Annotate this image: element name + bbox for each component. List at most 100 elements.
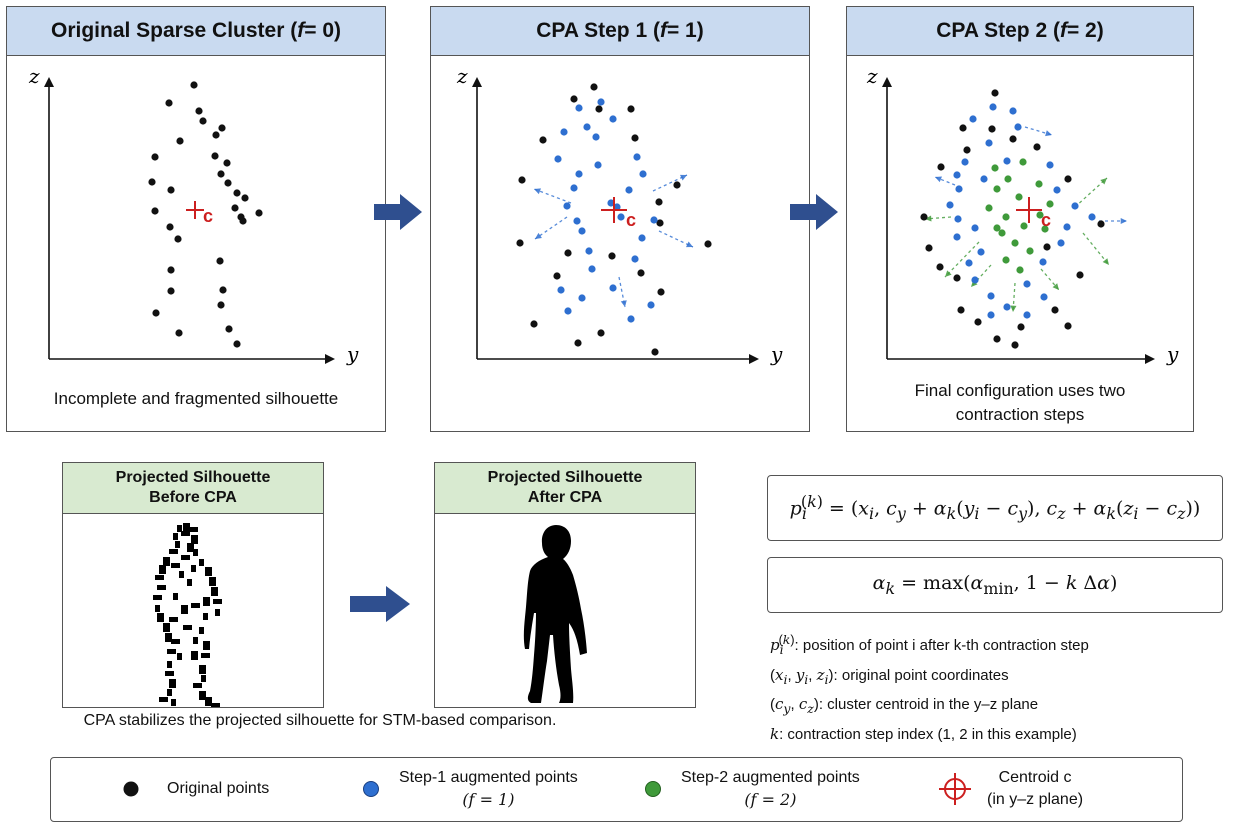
displacement-arrowhead [1120, 217, 1127, 225]
original-point [167, 287, 175, 295]
original-point [1076, 271, 1084, 279]
original-point [651, 348, 659, 356]
original-point [993, 335, 1001, 343]
original-point [211, 152, 219, 160]
original-point [516, 239, 524, 247]
definition-item: pi(k): position of point i after k-th co… [770, 632, 1089, 657]
legend-item-step2: Step-2 augmented points (f = 2) [643, 758, 860, 820]
original-point [518, 176, 526, 184]
silhouette-block [203, 613, 208, 620]
solid-silhouette-image [523, 525, 587, 703]
original-point [590, 83, 598, 91]
silhouette-block [181, 531, 190, 536]
original-point [212, 131, 220, 139]
y-axis-label: y [770, 342, 783, 366]
step2-point [1002, 256, 1010, 264]
original-point [218, 124, 226, 132]
centroid-label: c [1041, 210, 1051, 230]
panel-title: CPA Step 2 (f = 2) [847, 7, 1193, 56]
original-point [165, 99, 173, 107]
original-point [553, 272, 561, 280]
definition-text: : original point coordinates [833, 666, 1009, 684]
flow-arrow-icon [350, 586, 410, 622]
legend: Original points Step-1 augmented points … [50, 757, 1183, 822]
step1-point [971, 276, 979, 284]
silhouette-block [157, 613, 164, 622]
scatter-plot-step-2: zyc [866, 64, 1179, 366]
step2-point [1035, 180, 1043, 188]
silhouette-block [199, 691, 206, 700]
title-suffix: = 2) [1066, 19, 1104, 42]
z-axis-label: z [456, 64, 468, 88]
legend-item-original: Original points [121, 758, 269, 820]
step2-point [1036, 211, 1044, 219]
displacement-arrow [1082, 232, 1110, 266]
step1-point [609, 115, 617, 123]
displacement-arrow [1040, 268, 1060, 291]
silhouette-block [183, 625, 192, 630]
original-point [937, 163, 945, 171]
original-point [704, 240, 712, 248]
original-point [597, 329, 605, 337]
fragmented-silhouette-image [153, 523, 222, 707]
original-point [151, 207, 159, 215]
silhouette-block [215, 609, 220, 616]
displacement-arrowhead [620, 300, 627, 307]
step2-point [985, 204, 993, 212]
silhouette-block [193, 549, 198, 556]
silhouette-block [189, 527, 198, 532]
z-axis-arrowhead [882, 77, 892, 87]
original-point [673, 181, 681, 189]
silhouette-block [179, 571, 184, 578]
silhouette-block [199, 627, 204, 634]
original-point [239, 217, 247, 225]
step1-point [578, 227, 586, 235]
step1-point [597, 98, 605, 106]
step1-point [954, 215, 962, 223]
original-point [167, 186, 175, 194]
step1-point [588, 265, 596, 273]
original-point [176, 137, 184, 145]
original-point [936, 263, 944, 271]
legend-item-centroid: Centroid c (in y–z plane) [937, 758, 1083, 820]
step1-point [585, 247, 593, 255]
displacement-arrow [944, 241, 980, 278]
displacement-arrowhead [925, 215, 932, 222]
silhouette-block [155, 605, 160, 612]
caption-line-1: Incomplete and fragmented silhouette [53, 389, 339, 408]
title-line-2: After CPA [527, 489, 603, 506]
panel-caption: Incomplete and fragmented silhouette [7, 387, 385, 411]
title-line-2: Before CPA [149, 489, 237, 506]
step1-point [617, 213, 625, 221]
flow-arrow-icon [790, 194, 838, 230]
panel-title: Original Sparse Cluster (f = 0) [7, 7, 385, 56]
definition-text: : contraction step index (1, 2 in this e… [779, 725, 1077, 743]
step1-point [573, 217, 581, 225]
original-point [631, 134, 639, 142]
step1-point [607, 199, 615, 207]
step1-point [1040, 293, 1048, 301]
silhouette-block [205, 697, 212, 706]
step1-point [953, 233, 961, 241]
original-point [963, 146, 971, 154]
step1-point [554, 155, 562, 163]
original-point [1011, 341, 1019, 349]
original-point [223, 159, 231, 167]
step1-point [564, 307, 572, 315]
original-point [174, 235, 182, 243]
original-point [925, 244, 933, 252]
original-point [166, 223, 174, 231]
silhouette-block [171, 639, 180, 644]
black-dot-icon [123, 781, 139, 797]
silhouette-block [165, 633, 172, 642]
original-point [233, 340, 241, 348]
step1-point [985, 139, 993, 147]
displacement-arrowhead [1102, 258, 1109, 265]
step1-point [965, 259, 973, 267]
step1-point [1071, 202, 1079, 210]
caption-line-2: contraction steps [955, 405, 1085, 424]
flow-arrow-icon [374, 194, 422, 230]
title-var: f [659, 19, 667, 42]
